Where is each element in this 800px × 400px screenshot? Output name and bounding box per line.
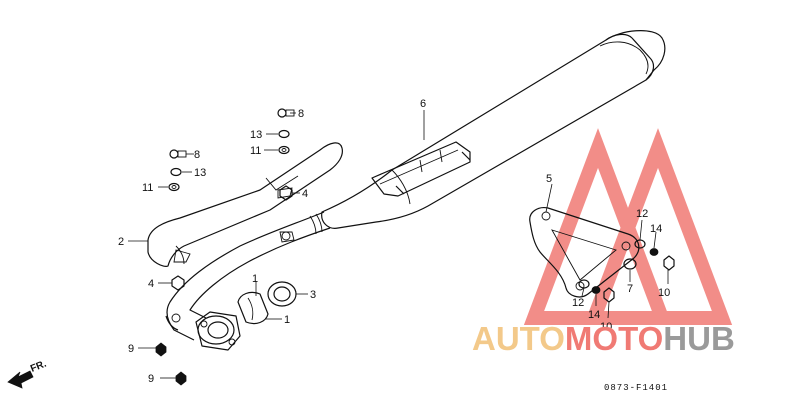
washer-part-13-left [170,167,182,177]
callout-13-left: 13 [194,167,206,179]
watermark-auto: AUTO [472,320,565,357]
muffler-part-6 [321,30,666,229]
callout-1-lower: 1 [284,314,290,326]
callout-7: 7 [627,283,633,295]
grommet-part-14-lower [591,286,601,294]
front-direction-marker: FR. [7,358,48,389]
callout-11-left: 11 [142,182,153,194]
callout-14-right: 14 [650,223,662,235]
callout-12-right: 12 [636,208,648,220]
callout-2: 2 [118,236,124,248]
watermark-hub: HUB [663,320,735,357]
callout-labels: 1 1 2 3 4 4 5 6 7 8 8 9 9 10 10 10 11 11… [118,98,670,385]
callout-13-upper: 13 [250,129,262,141]
callout-10-right: 10 [658,287,670,299]
callout-8-left: 8 [194,149,200,161]
callout-9-lower: 9 [148,373,154,385]
watermark-moto: MOTO [565,320,663,357]
callout-1-upper: 1 [252,273,258,285]
nut-part-4-upper [279,185,293,201]
nut-part-10-lower [603,287,615,303]
callout-9-upper: 9 [128,343,134,355]
watermark-wordmark: AUTOMOTOHUB [472,320,735,357]
callout-8-upper: 8 [298,108,304,120]
nut-part-4-lower [171,275,185,291]
washer-part-7 [623,258,637,270]
callout-4-lower: 4 [148,278,154,290]
arrow-left-icon [7,370,34,389]
nut-part-10-right [663,255,675,271]
exhaust-gasket-part-3 [267,281,297,307]
collar-part-11-upper [278,145,290,155]
drawing-code: 0873-F1401 [604,383,668,393]
nut-part-9-upper [155,342,167,357]
washer-part-13-upper [278,129,290,139]
exhaust-collar-part-1 [237,291,269,325]
nut-part-9-lower [175,371,187,386]
front-marker-label: FR. [29,358,48,374]
callout-14-lower: 14 [588,309,600,321]
bolt-part-8-left [169,149,187,159]
callout-4-upper: 4 [302,188,308,200]
callout-6: 6 [420,98,426,110]
heat-guard-part-2 [147,142,343,267]
callout-10-lower: 10 [600,321,612,333]
exhaust-pipe [165,211,331,341]
callout-3: 3 [310,289,316,301]
callout-11-upper: 11 [250,145,261,157]
leader-lines [128,110,669,379]
callout-5: 5 [546,173,552,185]
grommet-part-14-right [649,248,659,256]
exhaust-flange [195,311,241,351]
collar-part-11-left [168,182,180,192]
callout-12-lower: 12 [572,297,584,309]
